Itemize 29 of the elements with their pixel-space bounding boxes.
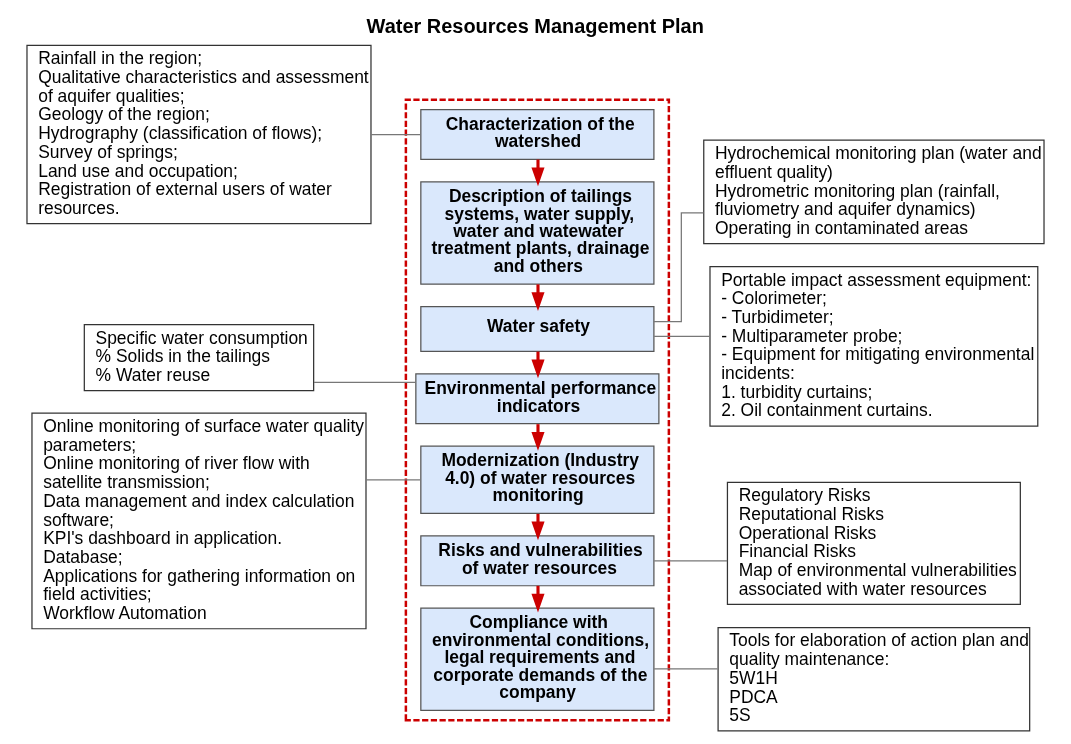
node-box: Description of tailings systems, water supply, water and watewater treatment plants, drainage and others (420, 181, 655, 285)
node-box: Modernization (Industry 4.0) of water resources monitoring (420, 445, 655, 515)
connector (653, 212, 705, 323)
arrow (531, 284, 545, 311)
arrow (531, 159, 545, 187)
connector (313, 381, 417, 383)
connector (653, 560, 728, 562)
arrow (531, 513, 545, 541)
node-box: Tools for elaboration of action plan and quality maintenance: 5W1H PDCA 5S (717, 626, 1031, 732)
node-box: Regulatory Risks Reputational Risks Operational Risks Financial Risks Map of environmental vulnerabilities associated with water resources (726, 481, 1021, 606)
cluster (404, 98, 671, 722)
arrow (531, 585, 545, 613)
node-box: Risks and vulnerabilities of water resources (420, 535, 655, 587)
node-box: Compliance with environmental conditions, legal requirements and corporate demands of the company (420, 607, 655, 711)
node-box: Water safety (420, 305, 655, 353)
arrow (531, 351, 545, 379)
node-box: Specific water consumption % Solids in the tailings % Water reuse (83, 324, 315, 392)
connector (653, 668, 719, 670)
node-box: Characterization of the watershed (420, 109, 655, 161)
node-box: Hydrochemical monitoring plan (water and effluent quality) Hydrometric monitoring plan (rainfall, fluviometry and aquifer dynamics) Operating in contaminated areas (703, 139, 1045, 245)
node-box: Rainfall in the region; Qualitative characteristics and assessment of aquifer qualities; Geology of the region; Hydrography (classification of flows); Survey of springs; Land use and occupation; Registration of external users of water resources. (26, 44, 372, 225)
connector (370, 133, 422, 136)
node-box: Portable impact assessment equipment: - Colorimeter; - Turbidimeter; - Multiparameter probe; - Equipment for mitigating environmental incidents: 1. turbidity curtains; 2. Oil containment curtains. (709, 266, 1039, 427)
connector (653, 335, 711, 338)
node-box: Environmental performance indicators (415, 373, 660, 425)
node-box: Online monitoring of surface water quality parameters; Online monitoring of river flow with satellite transmission; Data management and index calculation software; KPI's dashboard in application. Database; Applications for gathering information on field activities; Workflow Automation (31, 412, 367, 630)
connector (365, 479, 421, 481)
diagram-title: Water Resources Management Plan (366, 14, 704, 37)
arrow (531, 424, 545, 451)
